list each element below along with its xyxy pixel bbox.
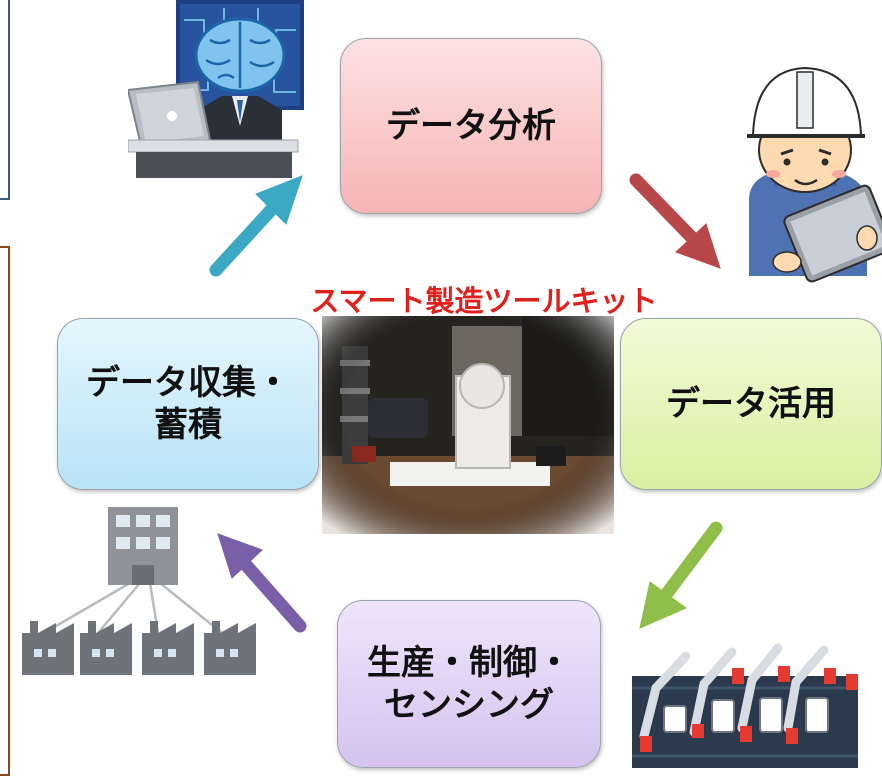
data-collection-box: データ収集・ 蓄積 bbox=[57, 318, 319, 490]
arrow-collection-to-analysis bbox=[209, 175, 303, 277]
data-analysis-box: データ分析 bbox=[340, 38, 602, 214]
robot-arm-line-icon bbox=[632, 643, 858, 768]
production-control-sensing-box: 生産・制御・ センシング bbox=[337, 600, 601, 768]
data-collection-label: データ収集・ 蓄積 bbox=[86, 362, 290, 446]
arrow-utilization-to-production bbox=[639, 521, 723, 629]
data-utilization-box: データ活用 bbox=[620, 318, 882, 490]
production-control-sensing-label: 生産・制御・ センシング bbox=[367, 642, 571, 726]
helmet-worker-tablet-icon bbox=[747, 66, 882, 283]
left-frame-top bbox=[0, 0, 10, 200]
arrow-analysis-to-utilization bbox=[629, 173, 721, 269]
data-analysis-label: データ分析 bbox=[386, 105, 556, 146]
left-frame-bottom bbox=[0, 246, 10, 776]
toolkit-photo bbox=[322, 316, 614, 534]
ai-brain-analyst-icon bbox=[128, 0, 304, 178]
data-utilization-label: データ活用 bbox=[666, 383, 836, 424]
factory-network-icon bbox=[22, 507, 256, 675]
toolkit-title: スマート製造ツールキット bbox=[310, 284, 658, 318]
